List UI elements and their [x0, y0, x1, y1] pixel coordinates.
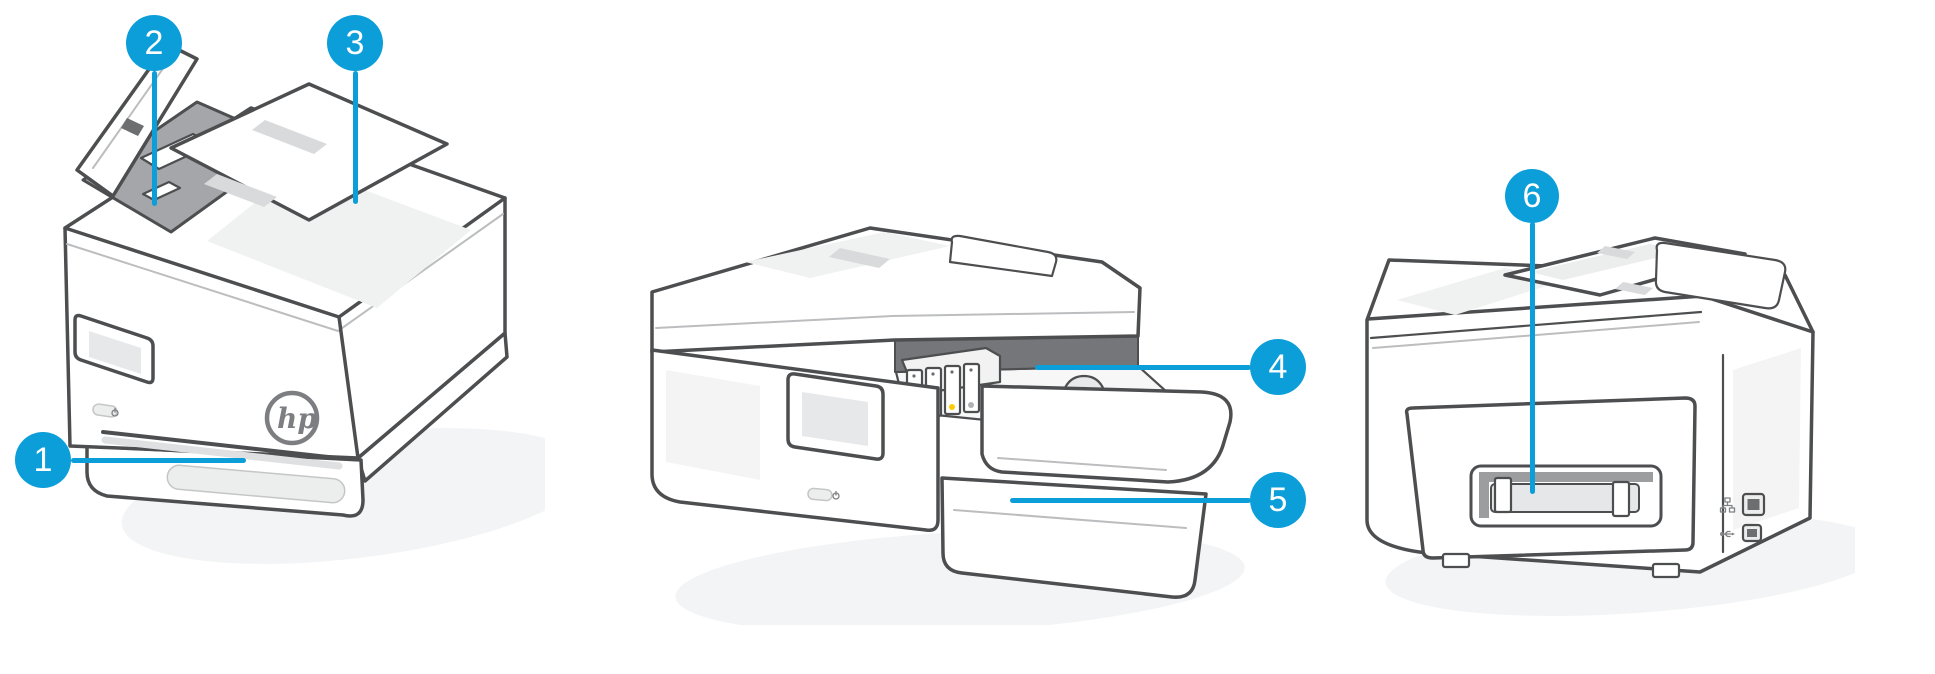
paper-guide: [204, 174, 277, 207]
cartridge-access-door-open: [980, 384, 1233, 484]
callout-5-line: [1010, 497, 1251, 503]
callout-1-line: [71, 457, 246, 463]
callout-3-circle: 3: [327, 15, 383, 71]
output-tray: [101, 430, 343, 470]
callout-4-circle: 4: [1250, 339, 1306, 395]
ethernet-port: [1741, 492, 1766, 517]
callout-5-circle: 5: [1250, 472, 1306, 528]
paper-guide: [252, 120, 327, 154]
control-panel: [73, 313, 155, 385]
usb-icon: [1720, 530, 1735, 538]
callout-6-line: [1529, 222, 1535, 494]
rear-access-door: [1404, 396, 1697, 560]
paper-guide: [1597, 246, 1635, 259]
door-latch-tab: [1611, 480, 1631, 518]
hp-logo: hp: [264, 390, 320, 446]
rear-door-handle: [1469, 464, 1663, 528]
printer-front-left-view: hp: [63, 42, 545, 564]
power-button-icon: [807, 487, 840, 502]
callout-3-line: [352, 71, 358, 204]
control-panel-column: [650, 348, 940, 533]
paper-guide: [829, 248, 890, 268]
rear-seam: [1369, 310, 1703, 340]
paper-tray-handle: [166, 464, 346, 504]
callout-6-number: 6: [1522, 176, 1542, 215]
scanner-unit: [650, 226, 1142, 354]
printer-rear-view: [1365, 236, 1855, 616]
callout-4-line: [1035, 364, 1251, 370]
printer-foot: [1441, 552, 1471, 569]
callout-1-number: 1: [33, 440, 53, 479]
callout-4-number: 4: [1268, 347, 1288, 386]
ink-cartridge: [943, 364, 962, 416]
power-button-icon: [92, 403, 119, 418]
document-feeder-tray: [1503, 236, 1787, 310]
network-icon: [1719, 497, 1736, 513]
adf-feeder-block: [1654, 241, 1787, 310]
callout-2-circle: 2: [126, 15, 182, 71]
document-feeder-tray: [169, 82, 449, 222]
lid-seam: [66, 213, 504, 333]
ink-cartridge: [962, 362, 981, 414]
usb-port: [1741, 523, 1763, 543]
printer-foot: [1651, 562, 1681, 579]
adf-feeder-block: [948, 234, 1058, 278]
front-door: [940, 476, 1208, 599]
callout-5-number: 5: [1268, 480, 1288, 519]
printer-front-open-view: [650, 226, 1245, 625]
touchscreen: [89, 331, 141, 374]
door-latch-tab: [1493, 476, 1513, 514]
adf-cover-latch: [121, 118, 144, 136]
callout-3-number: 3: [345, 23, 365, 62]
rear-ports-panel: [1719, 348, 1801, 554]
callout-2-line: [151, 71, 157, 206]
front-right-edge: [337, 315, 360, 460]
callout-6-circle: 6: [1505, 169, 1559, 223]
touchscreen: [786, 372, 885, 461]
callout-1-circle: 1: [15, 432, 71, 488]
callout-2-number: 2: [144, 23, 164, 62]
paper-guide: [1615, 282, 1653, 295]
hp-logo-text: hp: [277, 402, 317, 435]
